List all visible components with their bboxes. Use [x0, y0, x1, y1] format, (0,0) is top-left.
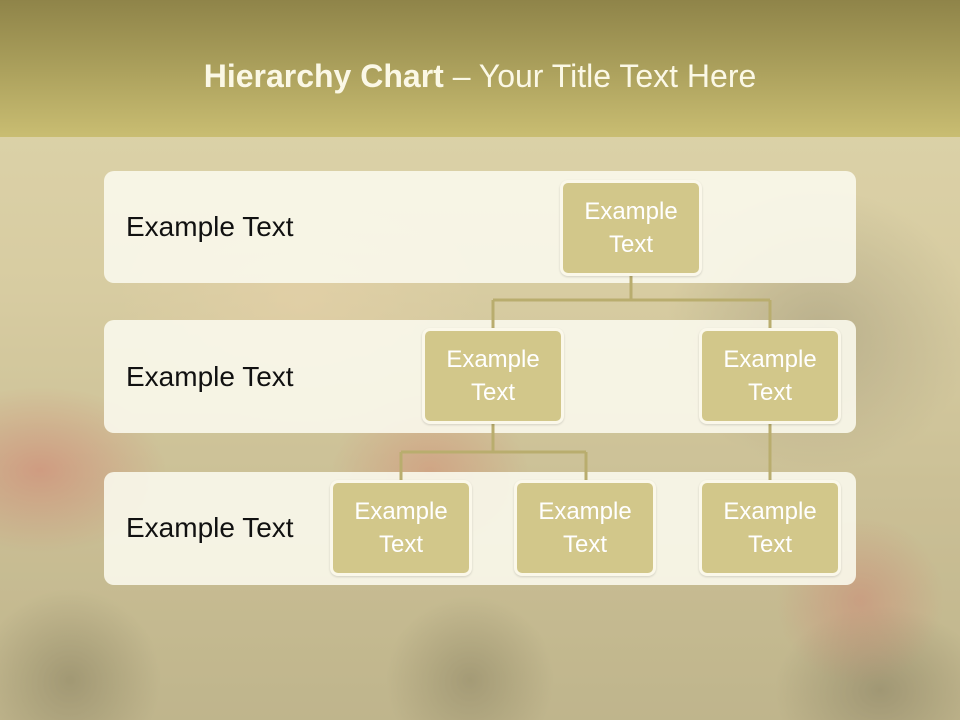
org-node-root: Example Text	[560, 180, 702, 276]
org-node-level3-middle: Example Text	[514, 480, 656, 576]
slide-title: Hierarchy Chart – Your Title Text Here	[0, 52, 960, 100]
org-node-level3-right: Example Text	[699, 480, 841, 576]
org-node-level2-right: Example Text	[699, 328, 841, 424]
row-label: Example Text	[126, 361, 294, 392]
slide-title-rest: – Your Title Text Here	[443, 58, 757, 94]
row-label: Example Text	[126, 211, 294, 242]
row-label: Example Text	[126, 512, 294, 543]
org-node-level2-left: Example Text	[422, 328, 564, 424]
connector-root-to-level2	[491, 274, 772, 330]
slide-title-bold: Hierarchy Chart	[203, 58, 444, 94]
hierarchy-row-1: Example Text	[104, 171, 856, 283]
org-node-level3-left: Example Text	[330, 480, 472, 576]
title-band	[0, 0, 960, 137]
connector-left-to-level3	[399, 422, 588, 482]
